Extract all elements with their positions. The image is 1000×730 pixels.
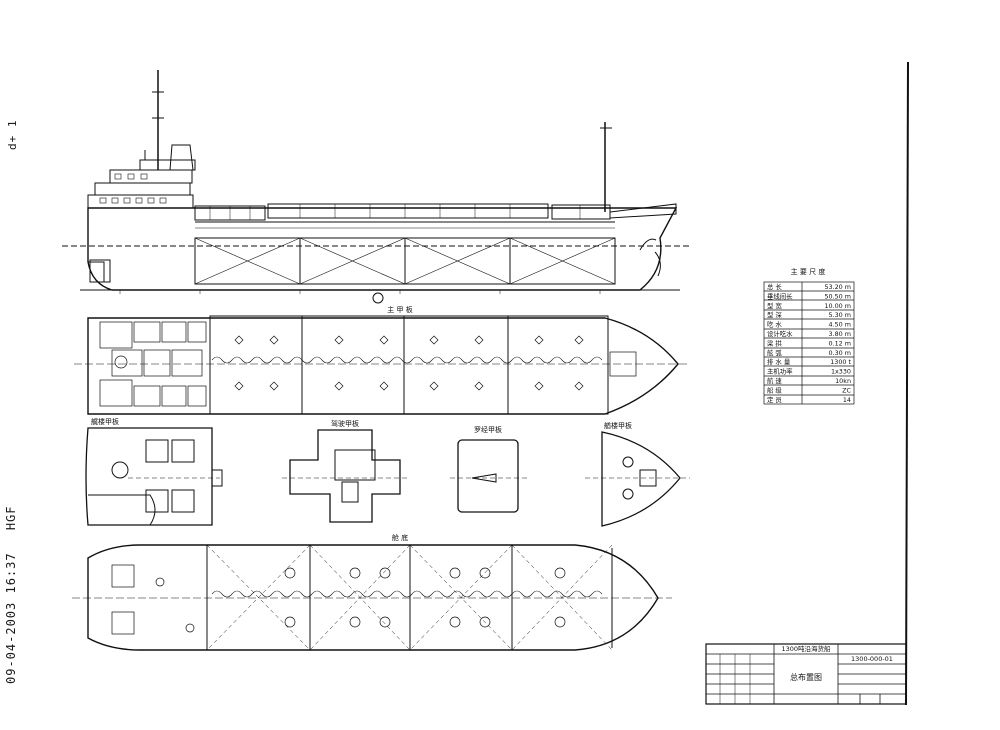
hold-plan-view	[72, 544, 672, 651]
particulars-row-label: 船 级	[767, 385, 782, 394]
particulars-row-value: 10.00 m	[824, 302, 851, 310]
fax-sender: HGF	[4, 505, 18, 531]
particulars-row-label: 定 员	[767, 395, 782, 404]
particulars-row-label: 主机功率	[767, 367, 793, 376]
frame-border-right	[905, 61, 909, 706]
particulars-row-value: 50.50 m	[824, 292, 851, 300]
profile-view	[62, 70, 690, 304]
compass-deck-view	[450, 439, 528, 513]
particulars-row-label: 设计吃水	[767, 329, 793, 338]
view-label-hold-plan: 舱 底	[392, 533, 408, 542]
particulars-row-label: 总 长	[767, 282, 782, 291]
view-label-forecastle-deck: 艏楼甲板	[604, 421, 632, 430]
title-block-drawing-no: 1300-000-01	[851, 655, 893, 663]
particulars-title: 主 要 尺 度	[791, 267, 826, 276]
particulars-row-label: 型 宽	[767, 301, 782, 310]
particulars-row-label: 型 深	[767, 310, 782, 319]
particulars-table-grid	[763, 281, 855, 405]
title-block-grid	[705, 643, 907, 705]
particulars-row-value: 3.80 m	[829, 330, 852, 338]
particulars-row-label: 梁 拱	[767, 338, 782, 347]
particulars-row-label: 航 速	[767, 376, 782, 385]
view-label-main-deck: 主 甲 板	[387, 305, 412, 314]
bridge-deck-view	[282, 429, 410, 523]
forecastle-deck-view	[585, 431, 690, 527]
view-label-compass-deck: 罗经甲板	[474, 425, 502, 434]
particulars-row-value: 1300 t	[830, 358, 851, 366]
particulars-row-value: 14	[843, 396, 851, 404]
particulars-row-label: 舷 弧	[767, 348, 782, 357]
particulars-row-value: ZC	[842, 386, 851, 394]
view-label-bridge-deck: 驾驶甲板	[331, 419, 359, 428]
poop-deck-view	[85, 427, 223, 526]
particulars-row-label: 吃 水	[767, 320, 782, 329]
title-block-drawing-title: 总布置图	[790, 672, 822, 682]
title-block-project: 1300吨沿海货船	[781, 644, 831, 653]
particulars-row-value: 0.30 m	[829, 349, 852, 357]
main-deck-plan-view	[74, 315, 690, 415]
particulars-row-value: 1x330	[831, 368, 851, 376]
particulars-rows: 总 长 53.20 m 垂线间长 50.50 m 型 宽 10.00 m 型 深 5.30 m…	[767, 282, 852, 404]
particulars-row-value: 4.50 m	[829, 321, 852, 329]
particulars-row-value: 53.20 m	[824, 283, 851, 291]
fax-timestamp-stamp: 09-04-2003 16:37 HGF	[4, 505, 18, 684]
fax-timestamp: 09-04-2003 16:37	[4, 552, 18, 684]
particulars-row-label: 垂线间长	[767, 291, 793, 300]
page-marker: d+ 1	[6, 119, 19, 151]
view-label-poop-deck: 艉楼甲板	[91, 417, 119, 426]
particulars-row-value: 10kn	[835, 377, 851, 385]
particulars-row-value: 5.30 m	[829, 311, 852, 319]
particulars-row-label: 排 水 量	[767, 357, 791, 366]
particulars-row-value: 0.12 m	[829, 339, 852, 347]
